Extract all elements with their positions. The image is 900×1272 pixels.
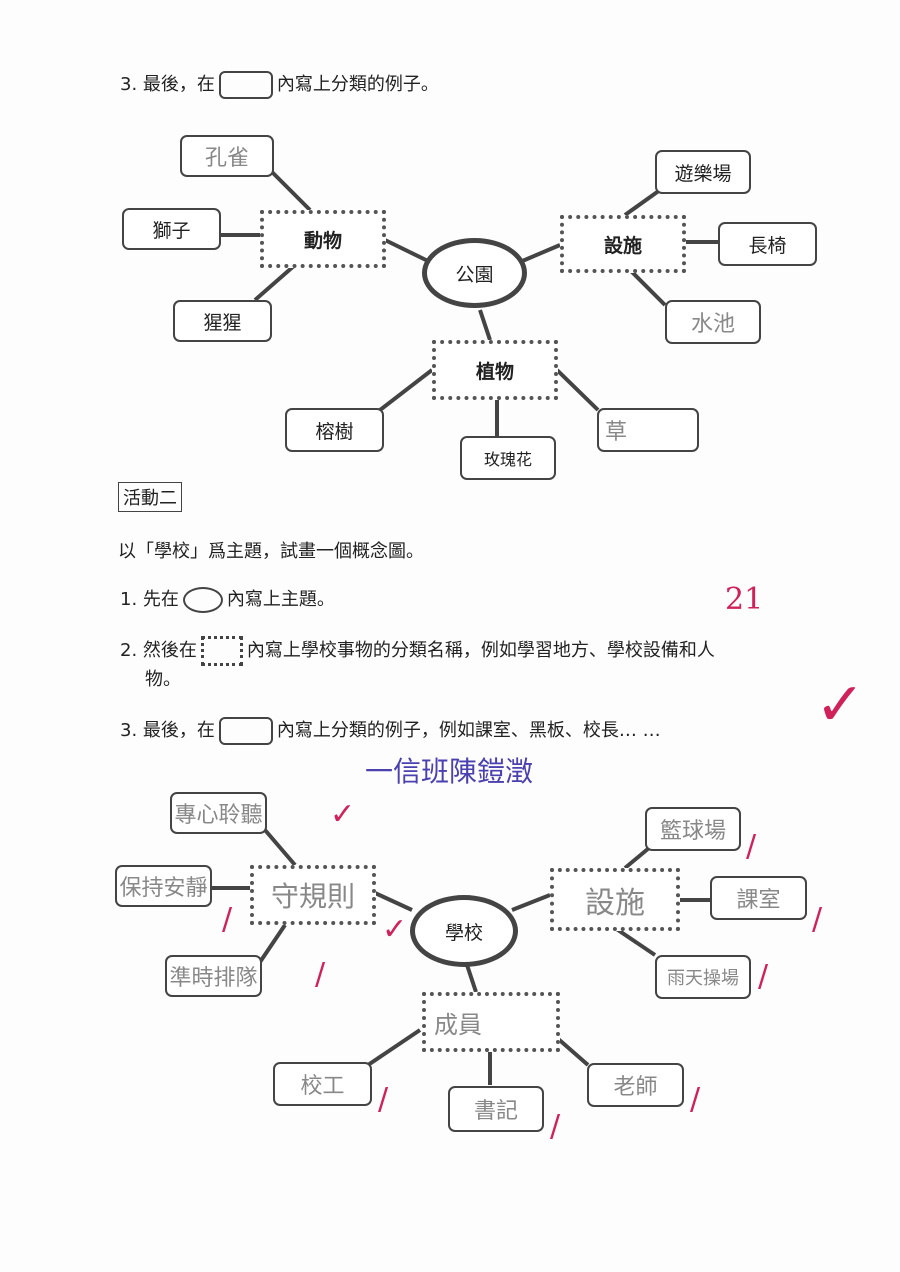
category-animals: 動物 bbox=[260, 210, 386, 268]
category-plants: 植物 bbox=[432, 340, 558, 400]
tick-mark: ✓ bbox=[382, 912, 408, 947]
example-box: 遊樂場 bbox=[655, 150, 751, 194]
step2: 2. 然後在 內寫上學校事物的分類名稱，例如學習地方、學校設備和人 bbox=[120, 636, 715, 666]
step2-continued: 物。 bbox=[145, 669, 181, 690]
tick-mark: / bbox=[690, 1082, 701, 1117]
center-topic-school: 學校 bbox=[410, 895, 518, 967]
step3: 3. 最後，在 內寫上分類的例子，例如課室、黑板、校長… … bbox=[120, 716, 661, 745]
example-box: 獅子 bbox=[122, 208, 221, 250]
activity-label: 活動二 bbox=[118, 482, 182, 512]
score-mark: 21 bbox=[725, 582, 764, 617]
dotted-box-symbol bbox=[200, 636, 243, 666]
example-box: 草 bbox=[597, 408, 699, 452]
example-box: 榕樹 bbox=[285, 408, 384, 452]
tick-mark: / bbox=[746, 829, 757, 864]
step-prefix: 3. 最後，在 bbox=[120, 720, 215, 741]
category-members: 成員 bbox=[422, 992, 560, 1052]
step-suffix: 內寫上主題。 bbox=[226, 589, 335, 610]
category-rules: 守規則 bbox=[250, 865, 376, 925]
box-symbol bbox=[218, 717, 273, 745]
example-box: 籃球場 bbox=[645, 807, 741, 851]
center-topic-park: 公園 bbox=[422, 238, 527, 308]
example-box: 老師 bbox=[587, 1063, 684, 1107]
tick-mark: / bbox=[758, 959, 769, 994]
example-box: 保持安靜 bbox=[115, 865, 212, 907]
step1: 1. 先在 內寫上主題。 bbox=[120, 585, 335, 613]
tick-mark: / bbox=[222, 902, 233, 937]
tick-mark: / bbox=[315, 957, 326, 992]
example-box: 猩猩 bbox=[173, 300, 272, 342]
box-symbol bbox=[218, 71, 273, 99]
example-box: 準時排隊 bbox=[165, 955, 262, 997]
example-box: 孔雀 bbox=[180, 135, 274, 177]
tick-mark: / bbox=[378, 1082, 389, 1117]
example-box: 水池 bbox=[665, 300, 761, 344]
example-box: 專心聆聽 bbox=[170, 792, 267, 834]
category-facilities: 設施 bbox=[560, 215, 686, 273]
example-box: 課室 bbox=[710, 876, 807, 920]
step-suffix: 內寫上分類的例子，例如課室、黑板、校長… … bbox=[276, 720, 661, 741]
student-name: 一信班陳鎧澂 bbox=[365, 755, 534, 788]
category-facilities: 設施 bbox=[550, 868, 680, 931]
instruction-step3: 3. 最後，在 內寫上分類的例子。 bbox=[120, 70, 439, 99]
example-box: 書記 bbox=[448, 1086, 544, 1132]
tick-mark: / bbox=[812, 902, 823, 937]
example-box: 長椅 bbox=[718, 222, 817, 266]
tick-mark: ✓ bbox=[330, 797, 356, 832]
example-box: 玫瑰花 bbox=[460, 436, 556, 480]
instruction-suffix: 內寫上分類的例子。 bbox=[276, 74, 439, 95]
tick-mark: / bbox=[550, 1109, 561, 1144]
example-box: 雨天操場 bbox=[655, 955, 751, 999]
example-box: 校工 bbox=[273, 1062, 372, 1106]
oval-symbol bbox=[182, 587, 223, 613]
step-prefix: 2. 然後在 bbox=[120, 640, 197, 661]
step-prefix: 1. 先在 bbox=[120, 589, 179, 610]
activity-intro: 以「學校」爲主題，試畫一個概念圖。 bbox=[118, 541, 424, 562]
instruction-prefix: 3. 最後，在 bbox=[120, 74, 215, 95]
tick-mark: ✓ bbox=[815, 670, 866, 740]
step-suffix: 內寫上學校事物的分類名稱，例如學習地方、學校設備和人 bbox=[246, 640, 715, 661]
